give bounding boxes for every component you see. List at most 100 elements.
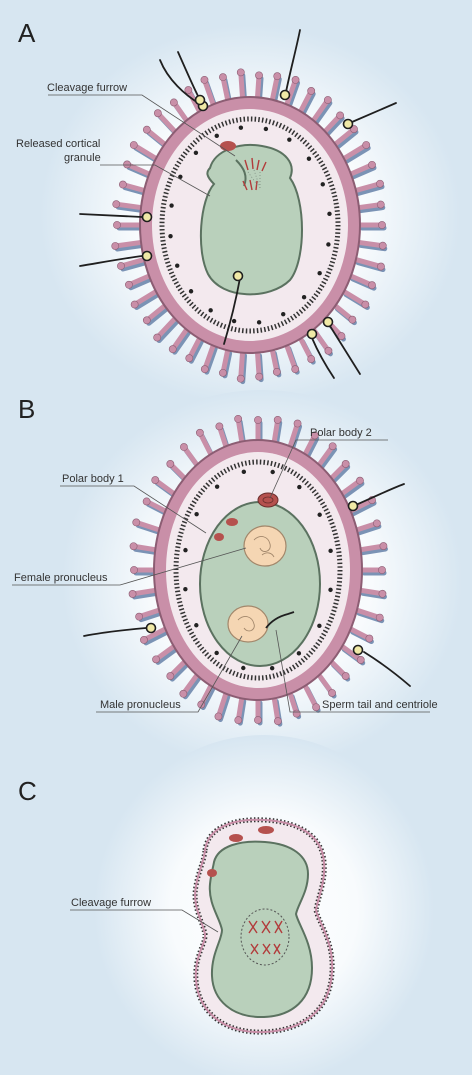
microvillus-tip bbox=[215, 713, 222, 720]
microvillus-tip bbox=[201, 366, 208, 373]
cortical-granule bbox=[241, 666, 245, 670]
microvillus-tip bbox=[133, 519, 140, 526]
microvillus-tip bbox=[349, 316, 356, 323]
cortical-granule bbox=[242, 470, 246, 474]
panel-b-letter: B bbox=[18, 394, 35, 424]
microvillus-tip bbox=[379, 242, 386, 249]
cortical-granule bbox=[189, 289, 193, 293]
panel-c-polar-body-2 bbox=[258, 826, 274, 834]
microvillus-tip bbox=[152, 656, 159, 663]
cortical-granule bbox=[302, 295, 306, 299]
label-polar-body-1: Polar body 1 bbox=[62, 473, 124, 485]
microvillus-tip bbox=[376, 614, 383, 621]
label-cleavage-furrow-c: Cleavage furrow bbox=[71, 897, 151, 909]
microvillus-tip bbox=[342, 460, 349, 467]
microvillus-tip bbox=[143, 317, 150, 324]
microvillus-tip bbox=[219, 369, 226, 376]
microvillus-tip bbox=[123, 161, 130, 168]
microvillus-tip bbox=[143, 498, 150, 505]
cortical-granule bbox=[169, 203, 173, 207]
cortical-granule bbox=[232, 319, 236, 323]
microvillus-tip bbox=[368, 282, 375, 289]
male-pronucleus bbox=[228, 606, 268, 642]
microvillus-tip bbox=[237, 69, 244, 76]
cortical-granule bbox=[183, 548, 187, 552]
microvillus-tip bbox=[119, 181, 126, 188]
cortical-granule bbox=[270, 666, 274, 670]
cortical-granule bbox=[328, 549, 332, 553]
microvillus-tip bbox=[131, 301, 138, 308]
label-cleavage-furrow-a: Cleavage furrow bbox=[47, 82, 127, 94]
cortical-granule bbox=[175, 264, 179, 268]
microvillus-tip bbox=[186, 355, 193, 362]
sperm-head bbox=[143, 252, 152, 261]
microvillus-tip bbox=[130, 141, 137, 148]
microvillus-tip bbox=[292, 366, 299, 373]
cortical-granule bbox=[317, 271, 321, 275]
microvillus-tip bbox=[274, 416, 281, 423]
microvillus-tip bbox=[293, 710, 300, 717]
microvillus-tip bbox=[140, 636, 147, 643]
panel-a-letter: A bbox=[18, 18, 36, 48]
microvillus-tip bbox=[378, 566, 385, 573]
microvillus-tip bbox=[113, 221, 120, 228]
cortical-granule bbox=[194, 151, 198, 155]
microvillus-tip bbox=[328, 689, 335, 696]
microvillus-tip bbox=[329, 443, 336, 450]
microvillus-tip bbox=[154, 334, 161, 341]
cortical-granule bbox=[214, 651, 218, 655]
microvillus-tip bbox=[237, 375, 244, 382]
panel-a-cytoplasm bbox=[201, 145, 302, 294]
panel-c-letter: C bbox=[18, 776, 37, 806]
microvillus-tip bbox=[378, 221, 385, 228]
cortical-granule bbox=[239, 125, 243, 129]
sperm-head bbox=[349, 502, 358, 511]
cortical-granule bbox=[328, 588, 332, 592]
label-granule: granule bbox=[64, 152, 101, 164]
sperm-head bbox=[147, 624, 156, 633]
cortical-granule bbox=[327, 212, 331, 216]
microvillus-tip bbox=[363, 141, 370, 148]
cortical-granule bbox=[317, 513, 321, 517]
microvillus-tip bbox=[274, 73, 281, 80]
label-sperm-tail-centriole: Sperm tail and centriole bbox=[322, 699, 438, 711]
cortical-granule bbox=[264, 127, 268, 131]
polar-body-1a bbox=[226, 518, 238, 526]
microvillus-tip bbox=[216, 423, 223, 430]
cortical-granule bbox=[257, 320, 261, 324]
microvillus-tip bbox=[376, 180, 383, 187]
microvillus-tip bbox=[274, 718, 281, 725]
microvillus-tip bbox=[130, 543, 137, 550]
cortical-granule bbox=[194, 512, 198, 516]
cortical-granule bbox=[326, 242, 330, 246]
microvillus-tip bbox=[154, 110, 161, 117]
microvillus-tip bbox=[130, 566, 137, 573]
label-released-cortical: Released cortical bbox=[16, 138, 100, 150]
cortical-granule bbox=[215, 134, 219, 138]
microvillus-tip bbox=[201, 76, 208, 83]
female-pronucleus bbox=[244, 526, 286, 566]
microvillus-tip bbox=[292, 76, 299, 83]
microvillus-tip bbox=[338, 332, 345, 339]
cortical-granule bbox=[183, 587, 187, 591]
microvillus-tip bbox=[112, 242, 119, 249]
microvillus-tip bbox=[254, 716, 261, 723]
panel-c-polar-body-1 bbox=[229, 834, 243, 842]
label-female-pronucleus: Female pronucleus bbox=[14, 572, 108, 584]
microvillus-tip bbox=[143, 126, 150, 133]
sperm-head bbox=[234, 272, 243, 281]
microvillus-tip bbox=[219, 74, 226, 81]
microvillus-tip bbox=[180, 443, 187, 450]
microvillus-tip bbox=[117, 262, 124, 269]
microvillus-tip bbox=[273, 368, 280, 375]
cortical-granule bbox=[297, 485, 301, 489]
microvillus bbox=[115, 242, 141, 246]
microvillus-tip bbox=[313, 704, 320, 711]
sperm-head bbox=[308, 330, 317, 339]
sperm-head bbox=[324, 318, 333, 327]
microvillus-tip bbox=[368, 161, 375, 168]
microvillus-tip bbox=[336, 112, 343, 119]
microvillus-tip bbox=[170, 99, 177, 106]
microvillus-tip bbox=[325, 347, 332, 354]
